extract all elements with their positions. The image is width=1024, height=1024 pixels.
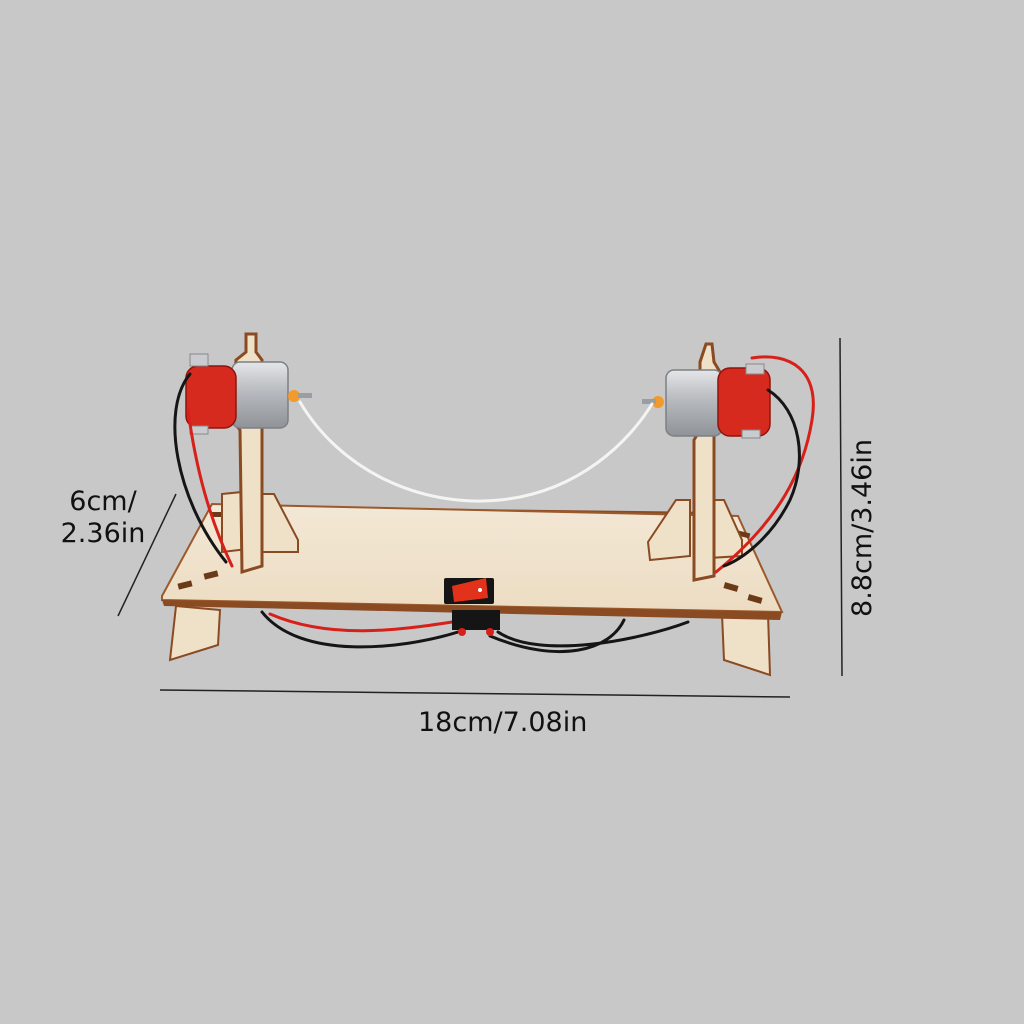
base-board (161, 502, 784, 620)
depth-cm-text: 6cm/ (69, 486, 137, 517)
width-dimension-label: 18cm/7.08in (418, 707, 588, 738)
right-black-wire (722, 388, 801, 568)
left-leg (168, 604, 222, 662)
width-dimension-line (159, 689, 791, 698)
rocker-switch (444, 578, 500, 636)
string (298, 400, 654, 503)
right-leg (720, 613, 772, 677)
depth-dimension-label: 6cm/ 2.36in (44, 486, 162, 550)
height-dimension-label: 8.8cm/3.46in (847, 439, 878, 617)
height-dimension-line (839, 337, 843, 677)
depth-dimension-line (117, 493, 177, 617)
dimension-lines (117, 337, 843, 698)
board-legs (168, 604, 772, 677)
left-motor (185, 353, 312, 435)
upper-wires (173, 355, 815, 574)
right-motor (642, 363, 771, 439)
depth-in-text: 2.36in (60, 518, 146, 549)
under-wires (260, 610, 690, 654)
right-red-wire (714, 355, 815, 574)
left-black-wire (173, 372, 228, 564)
left-red-wire (186, 408, 234, 568)
